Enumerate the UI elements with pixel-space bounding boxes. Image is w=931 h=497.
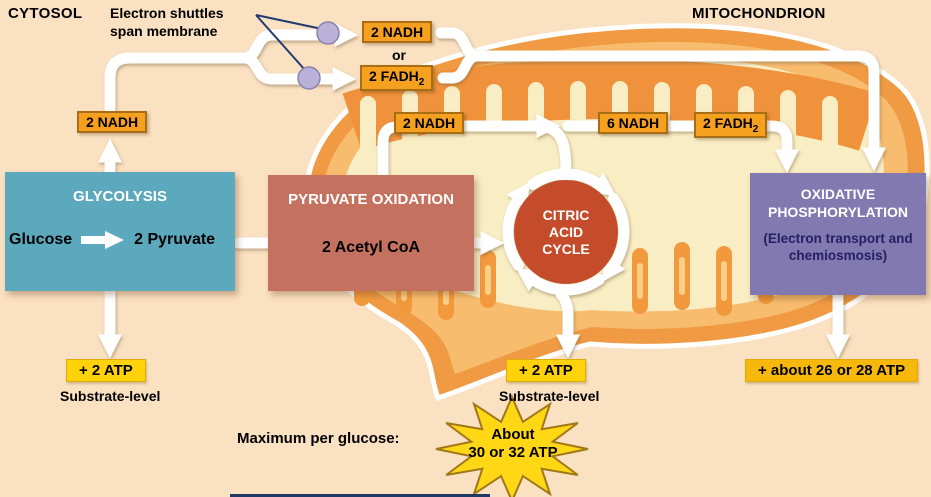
glycolysis-nadh-tag: 2 NADH (77, 111, 148, 133)
shuttle-pointers (255, 14, 340, 90)
pyruvate-label: 2 Pyruvate (134, 231, 216, 248)
arrow-fadh-to-oxphos (760, 120, 800, 174)
starburst-line2: 30 or 32 ATP (468, 444, 558, 461)
citric-cycle-ring (502, 168, 630, 296)
pyruvate-oxidation-title: PYRUVATE OXIDATION (288, 191, 454, 208)
glucose-label: Glucose (9, 231, 73, 248)
citric-acid-cycle-circle: CITRIC ACID CYCLE (514, 180, 618, 284)
glycolysis-substrate-level-label: Substrate-level (60, 388, 161, 404)
oxidative-phosphorylation-title: OXIDATIVE PHOSPHORYLATION (767, 186, 908, 220)
pyruvate-nadh-tag: 2 NADH (394, 112, 465, 134)
arrow-icon (81, 231, 125, 249)
glycolysis-box: GLYCOLYSIS Glucose 2 Pyruvate (5, 172, 235, 291)
pyruvate-oxidation-box: PYRUVATE OXIDATION 2 Acetyl CoA (268, 175, 474, 291)
path-shuttle-main (104, 52, 254, 118)
shuttle-carrier-icon (316, 21, 340, 45)
arrow-shuttle-lower (238, 52, 357, 92)
citric-atp-tag: + 2 ATP (506, 359, 586, 382)
citric-acid-cycle-title: CITRIC ACID CYCLE (542, 206, 590, 257)
starburst-line1: About (491, 426, 535, 443)
starburst-text: About 30 or 32 ATP (442, 426, 584, 462)
shuttle-or-label: or (392, 47, 406, 63)
citric-substrate-level-label: Substrate-level (499, 388, 600, 404)
shuttle-carrier-icon (297, 66, 321, 90)
oxphos-atp-tag: + about 26 or 28 ATP (745, 359, 919, 382)
maximum-per-glucose-label: Maximum per glucose: (237, 430, 400, 447)
shuttle-fadh2-tag: 2 FADH2 (360, 65, 434, 91)
slide-edge-line (230, 494, 490, 497)
electron-shuttles-note: Electron shuttles span membrane (110, 5, 224, 39)
acetyl-coa-label: 2 Acetyl CoA (321, 239, 421, 256)
arrow-shuttles-to-oxphos (468, 50, 887, 172)
cytosol-label: CYTOSOL (8, 5, 83, 22)
shuttle-nadh-tag: 2 NADH (362, 21, 433, 43)
oxidative-phosphorylation-box: OXIDATIVE PHOSPHORYLATION (Electron tran… (750, 173, 926, 295)
arrow-citric-to-atp (555, 288, 581, 359)
oxidative-phosphorylation-subtitle: (Electron transport and chemiosmosis) (763, 231, 913, 263)
glycolysis-atp-tag: + 2 ATP (66, 359, 146, 382)
citric-nadh-tag: 6 NADH (598, 112, 669, 134)
glycolysis-title: GLYCOLYSIS (73, 188, 167, 205)
mitochondrion-label: MITOCHONDRION (692, 5, 826, 22)
citric-fadh2-tag: 2 FADH2 (694, 112, 768, 138)
starburst-icon (435, 394, 589, 497)
